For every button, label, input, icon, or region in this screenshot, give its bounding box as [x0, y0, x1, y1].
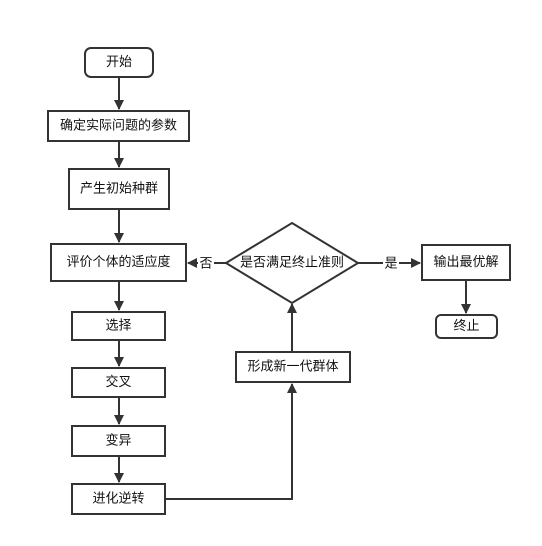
node-init-population-label: 产生初始种群	[80, 182, 158, 197]
node-crossover: 交叉	[71, 367, 166, 398]
node-select: 选择	[71, 311, 166, 341]
node-mutation-label: 变异	[105, 433, 131, 449]
nodes: 开始 确定实际问题的参数 产生初始种群 评价个体的适应度 选择 交叉	[47, 47, 511, 515]
node-evaluate-fitness: 评价个体的适应度	[50, 243, 187, 282]
node-output-optimal: 输出最优解	[421, 244, 511, 281]
edges	[114, 77, 471, 500]
node-start: 开始	[84, 47, 154, 78]
node-define-params: 确定实际问题的参数	[47, 110, 190, 142]
node-check-termination-label: 是否满足终止准则	[240, 255, 344, 271]
node-init-population: 产生初始种群	[68, 168, 170, 210]
node-end-label: 终止	[453, 318, 479, 334]
node-end: 终止	[435, 314, 498, 339]
yes-label: 是	[384, 257, 397, 272]
edge-labels: 否 是	[198, 255, 399, 272]
no-label-bg	[198, 255, 214, 272]
yes-label-bg	[383, 255, 399, 272]
node-evaluate-fitness-label: 评价个体的适应度	[66, 254, 170, 270]
no-label: 否	[199, 257, 212, 272]
node-new-generation: 形成新一代群体	[235, 351, 351, 383]
node-evolve-reverse-label: 进化逆转	[92, 491, 144, 507]
node-output-optimal-label: 输出最优解	[433, 254, 498, 270]
edge-evolve-to-newgen	[165, 383, 297, 500]
node-evolve-reverse: 进化逆转	[71, 483, 166, 515]
node-select-label: 选择	[105, 319, 131, 334]
node-mutation: 变异	[71, 425, 166, 457]
node-check-termination: 是否满足终止准则	[224, 221, 360, 305]
node-crossover-label: 交叉	[105, 374, 131, 390]
node-start-label: 开始	[106, 55, 132, 70]
node-define-params-label: 确定实际问题的参数	[60, 118, 177, 134]
node-new-generation-label: 形成新一代群体	[247, 359, 338, 375]
